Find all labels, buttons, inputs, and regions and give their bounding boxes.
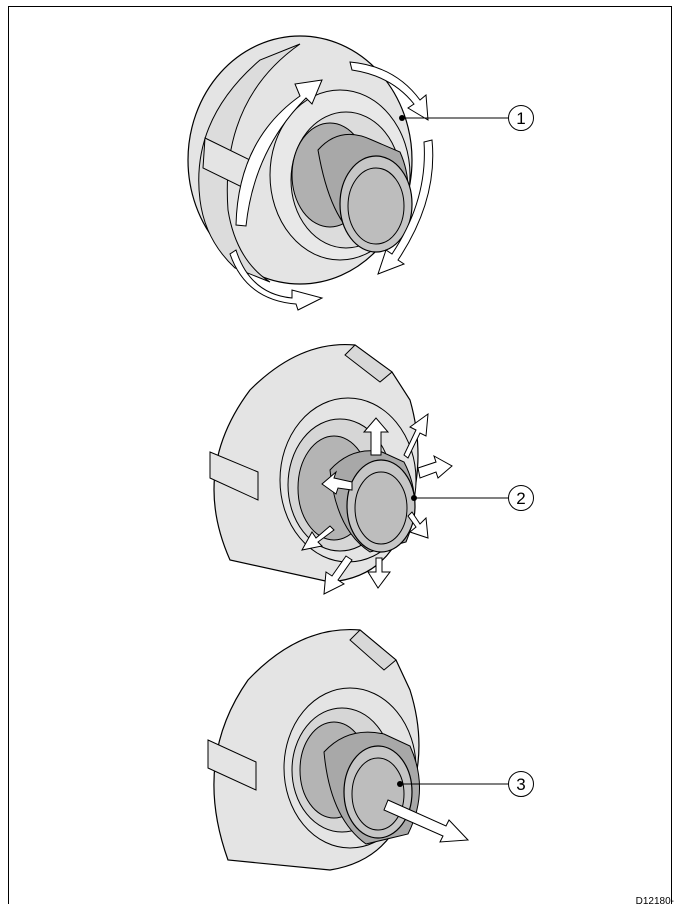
direction-arrows-icon [301, 412, 453, 595]
unit-rotary [187, 35, 534, 311]
unit-joystick [209, 343, 534, 595]
pull-arrow-icon [383, 799, 470, 843]
callout-3-circle [508, 771, 534, 797]
rotate-arrow-icon [229, 61, 434, 311]
callout-2-circle [508, 485, 534, 511]
figure-code: D12180- [635, 896, 674, 907]
figure-frame [8, 6, 672, 904]
callout-1-number: 1 [516, 109, 525, 128]
callout-2-number: 2 [516, 489, 525, 508]
callout-3-number: 3 [516, 775, 525, 794]
unit-pull [207, 628, 534, 871]
callout-1-circle [508, 105, 534, 131]
